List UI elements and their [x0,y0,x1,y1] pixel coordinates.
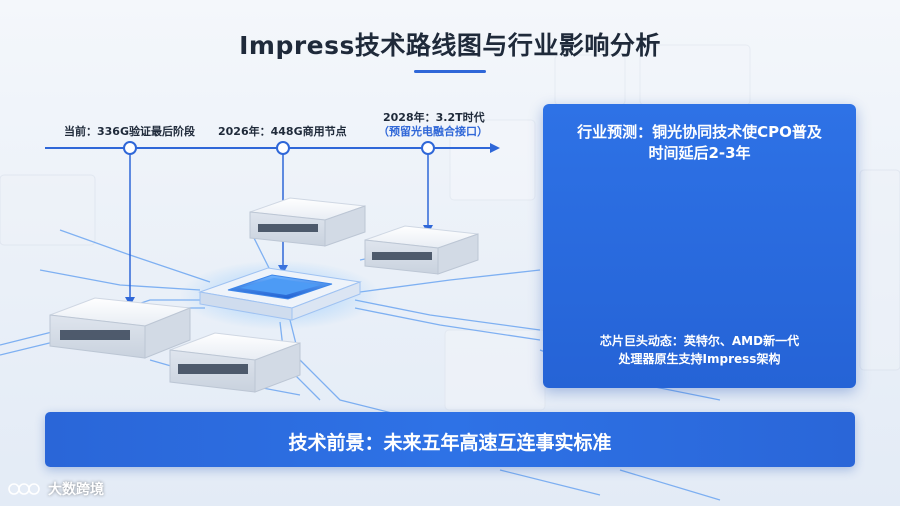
server-module-right [364,225,479,275]
brand-watermark: 大数跨境 [8,478,104,500]
page-title: Impress技术路线图与行业影响分析 [239,31,661,60]
chip-giants-news: 芯片巨头动态：英特尔、AMD新一代 处理器原生支持Impress架构 [543,332,856,368]
milestone-marker-3 [421,141,435,155]
milestone-marker-2 [276,141,290,155]
milestone-label-2: 2026年：448G商用节点 [218,125,347,138]
chip-giants-news-line2: 处理器原生支持Impress架构 [618,352,781,366]
outlook-banner: 技术前景：未来五年高速互连事实标准 [45,412,855,467]
forecast-heading: 行业预测：铜光协同技术使CPO普及 时间延后2-3年 [543,122,856,164]
background-racks [0,44,900,411]
forecast-heading-line1: 行业预测：铜光协同技术使CPO普及 [577,123,822,141]
central-chip-module [180,260,380,330]
milestone-label-3: 2028年：3.2T时代 [383,111,485,124]
outlook-banner-text: 技术前景：未来五年高速互连事实标准 [288,432,612,454]
server-module-top [249,197,366,247]
chip-giants-news-line1: 芯片巨头动态：英特尔、AMD新一代 [599,334,800,348]
milestone-sublabel-3: （预留光电融合接口） [378,125,488,138]
industry-forecast-panel: 行业预测：铜光协同技术使CPO普及 时间延后2-3年 芯片巨头动态：英特尔、AM… [543,104,856,388]
milestone-marker-1 [123,141,137,155]
milestone-label-1: 当前：336G验证最后阶段 [64,125,195,138]
circuit-traces [0,229,721,501]
server-module-left [49,297,191,359]
title-underline [414,70,486,73]
server-module-bottom [169,332,301,393]
brand-name: 大数跨境 [48,482,104,498]
forecast-heading-line2: 时间延后2-3年 [648,144,751,162]
brand-logo-icon [8,483,40,495]
